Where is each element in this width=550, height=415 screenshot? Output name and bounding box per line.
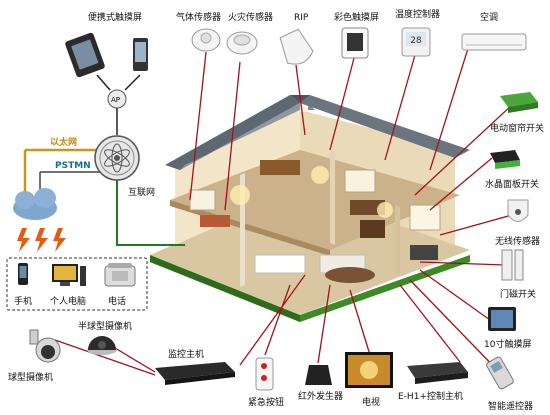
label-ir-generator: 红外发生器 xyxy=(298,392,344,402)
ap-icon xyxy=(107,89,127,109)
air-conditioner-icon xyxy=(461,33,527,51)
touchscreen-10inch-icon xyxy=(488,307,516,331)
label-crystal-panel-switch: 水晶面板开关 xyxy=(485,180,540,190)
label-tv: 电视 xyxy=(362,398,381,408)
control-host-icon xyxy=(407,362,468,384)
monitor-host-icon xyxy=(155,362,235,385)
label-phone: 手机 xyxy=(14,297,33,307)
label-gas-sensor: 气体传感器 xyxy=(176,13,222,23)
label-ap: AP xyxy=(111,96,121,104)
emergency-button-icon xyxy=(255,357,274,391)
thermostat-icon: 28 xyxy=(401,27,431,57)
label-touchscreen-10inch: 10寸触摸屏 xyxy=(484,340,532,350)
personal-computer-icon xyxy=(52,264,86,286)
rip-sensor-icon xyxy=(279,28,314,65)
label-pstmn: PSTMN xyxy=(55,161,91,171)
dome-camera-icon xyxy=(29,329,61,363)
mobile-phone-icon xyxy=(18,263,28,285)
label-curtain-switch: 电动窗帘开关 xyxy=(490,124,545,134)
label-color-touchscreen: 彩色触摸屏 xyxy=(334,13,380,23)
label-thermostat: 温度控制器 xyxy=(395,10,441,20)
color-touchscreen-icon xyxy=(341,27,369,59)
label-telephone: 电话 xyxy=(108,297,127,307)
label-control-host: E-H1+控制主机 xyxy=(398,392,463,402)
thermostat-reading: 28 xyxy=(410,36,422,46)
label-fire-sensor: 火灾传感器 xyxy=(228,13,274,23)
crystal-panel-switch-icon xyxy=(490,150,520,169)
lightning-icon xyxy=(17,228,66,252)
label-wireless-sensor: 无线传感器 xyxy=(495,237,541,247)
tv-icon xyxy=(345,352,393,388)
smart-remote-icon xyxy=(486,356,514,390)
label-ethernet: 以太网 xyxy=(50,138,78,148)
label-half-dome-camera: 半球型摄像机 xyxy=(78,322,133,332)
label-rip: RIP xyxy=(294,13,309,23)
wireless-sensor-icon xyxy=(507,199,529,222)
internet-router-icon xyxy=(94,135,140,181)
curtain-switch-icon xyxy=(500,92,538,113)
cloud-icon xyxy=(13,188,57,220)
fire-sensor-icon xyxy=(226,31,258,55)
ir-generator-icon xyxy=(305,365,332,385)
label-emergency-button: 紧急按钮 xyxy=(248,398,285,408)
label-internet: 互联网 xyxy=(128,188,156,198)
label-air-conditioner: 空调 xyxy=(480,13,499,23)
label-monitor-host: 监控主机 xyxy=(168,350,205,360)
door-magnet-icon xyxy=(501,249,524,281)
gas-sensor-icon xyxy=(191,28,221,52)
portable-touchscreen-icon xyxy=(65,32,148,78)
label-pc: 个人电脑 xyxy=(50,297,87,307)
label-dome-camera: 球型摄像机 xyxy=(8,373,54,383)
telephone-icon xyxy=(104,263,136,287)
half-dome-camera-icon xyxy=(87,336,117,355)
connection-lines xyxy=(6,41,513,376)
label-portable-touchscreen: 便携式触摸屏 xyxy=(88,13,143,23)
label-smart-remote: 智能遥控器 xyxy=(488,402,534,412)
label-door-magnet-switch: 门磁开关 xyxy=(500,290,537,300)
